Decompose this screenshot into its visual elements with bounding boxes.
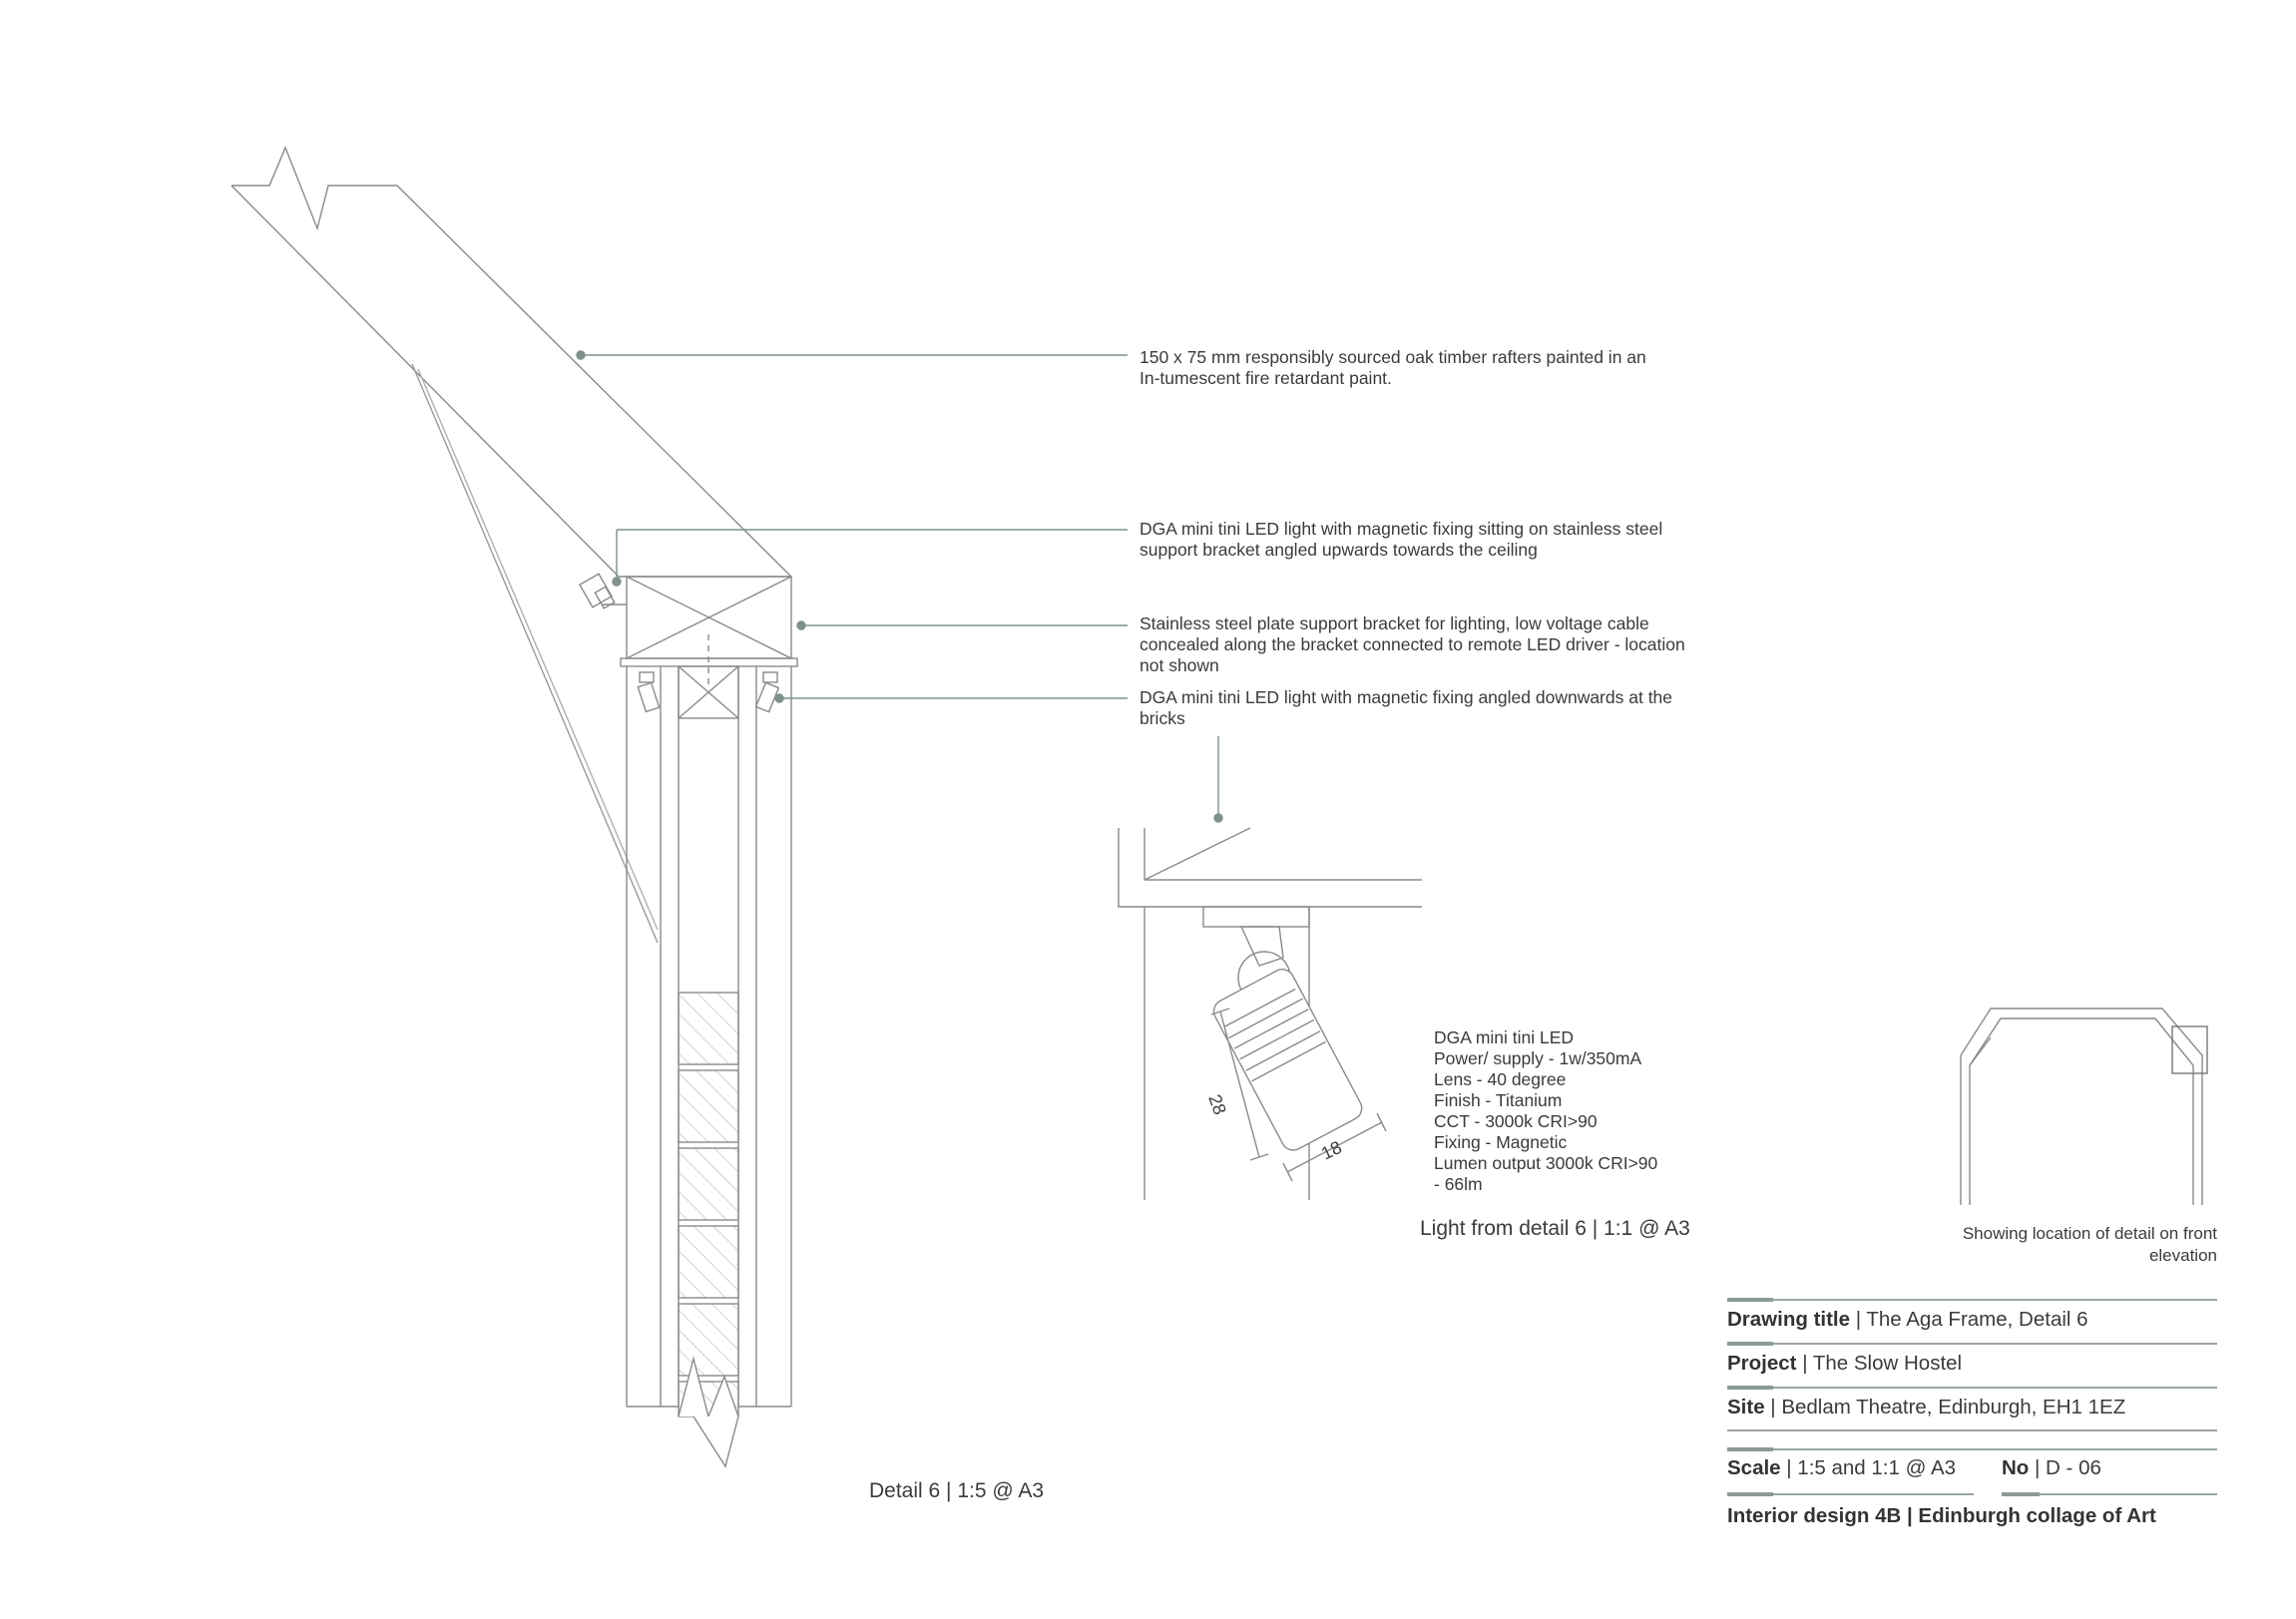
title-rule xyxy=(1727,1429,2217,1431)
dimension-lines xyxy=(1210,1008,1387,1182)
title-rule xyxy=(1727,1386,2217,1390)
scale: Scale | 1:5 and 1:1 @ A3 xyxy=(1727,1456,1956,1480)
annotation-led-down-line-2: bricks xyxy=(1140,708,1185,728)
annotation-rafter-line-2: In-tumescent fire retardant paint. xyxy=(1140,368,1392,388)
caption-detail-6: Detail 6 | 1:5 @ A3 xyxy=(869,1479,1045,1502)
spec-line: Lumen output 3000k CRI>90 xyxy=(1434,1153,1658,1173)
spec-line: Fixing - Magnetic xyxy=(1434,1132,1568,1152)
bricks xyxy=(678,992,739,1417)
spec-line: CCT - 3000k CRI>90 xyxy=(1434,1111,1598,1131)
annotation-rafter: 150 x 75 mm responsibly sourced oak timb… xyxy=(1140,347,1646,389)
drawing-title: Drawing title | The Aga Frame, Detail 6 xyxy=(1727,1308,2088,1332)
site-label: Site xyxy=(1727,1396,1765,1418)
caption-light-detail: Light from detail 6 | 1:1 @ A3 xyxy=(1420,1217,1690,1240)
annotation-led-up-line-1: DGA mini tini LED light with magnetic fi… xyxy=(1140,519,1663,539)
light-detail-drawing xyxy=(1118,827,1422,1200)
caption-location: Showing location of detail on front elev… xyxy=(1962,1224,2217,1265)
scale-value: | 1:5 and 1:1 @ A3 xyxy=(1780,1456,1957,1479)
footer-course: Interior design 4B | Edinburgh collage o… xyxy=(1727,1504,2156,1528)
post xyxy=(626,665,792,1408)
site-value: | Bedlam Theatre, Edinburgh, EH1 1EZ xyxy=(1764,1396,2126,1418)
dimension-length-label: 28 xyxy=(1204,1092,1230,1118)
title-rule xyxy=(1727,1492,1974,1496)
led-body xyxy=(1212,969,1363,1151)
drawing-title-label: Drawing title xyxy=(1727,1308,1851,1331)
spec-line: - 66lm xyxy=(1434,1174,1483,1194)
annotation-led-up-line-2: support bracket angled upwards towards t… xyxy=(1140,540,1538,560)
spec-line: Finish - Titanium xyxy=(1434,1090,1563,1110)
led-down-fixtures xyxy=(637,671,780,713)
project-value: | The Slow Hostel xyxy=(1796,1352,1963,1375)
site: Site | Bedlam Theatre, Edinburgh, EH1 1E… xyxy=(1727,1396,2125,1419)
spec-line: DGA mini tini LED xyxy=(1434,1027,1575,1047)
title-rule xyxy=(1727,1298,2217,1302)
scale-label: Scale xyxy=(1727,1456,1781,1479)
spec-line: Power/ supply - 1w/350mA xyxy=(1434,1048,1642,1068)
no-label: No xyxy=(2002,1456,2030,1479)
project: Project | The Slow Hostel xyxy=(1727,1352,1962,1376)
led-up-fixture xyxy=(579,573,627,609)
annotation-led-down: DGA mini tini LED light with magnetic fi… xyxy=(1140,687,1672,729)
location-elevation xyxy=(1960,1008,2208,1205)
annotation-bracket-line-2: concealed along the bracket connected to… xyxy=(1140,634,1685,654)
annotation-led-down-line-1: DGA mini tini LED light with magnetic fi… xyxy=(1140,687,1673,707)
annotation-bracket: Stainless steel plate support bracket fo… xyxy=(1140,613,1685,676)
detail-6-drawing xyxy=(230,146,798,1468)
leader-lines xyxy=(576,350,1223,823)
drawing-number: No | D - 06 xyxy=(2002,1456,2101,1480)
annotation-bracket-line-1: Stainless steel plate support bracket fo… xyxy=(1140,613,1649,633)
led-spec: DGA mini tini LED Power/ supply - 1w/350… xyxy=(1434,1027,1657,1195)
dimension-width-label: 18 xyxy=(1318,1137,1345,1164)
footer-text: Interior design 4B | Edinburgh collage o… xyxy=(1727,1504,2156,1527)
annotation-bracket-line-3: not shown xyxy=(1140,655,1219,675)
title-rule xyxy=(2002,1492,2217,1496)
drawing-title-value: | The Aga Frame, Detail 6 xyxy=(1850,1308,2088,1331)
annotation-rafter-line-1: 150 x 75 mm responsibly sourced oak timb… xyxy=(1140,347,1646,367)
annotation-led-up: DGA mini tini LED light with magnetic fi… xyxy=(1140,519,1662,561)
title-rule xyxy=(1727,1447,2217,1451)
rafter-outline xyxy=(230,146,793,578)
title-rule xyxy=(1727,1342,2217,1346)
project-label: Project xyxy=(1727,1352,1797,1375)
spec-line: Lens - 40 degree xyxy=(1434,1069,1567,1089)
no-value: | D - 06 xyxy=(2029,1456,2101,1479)
